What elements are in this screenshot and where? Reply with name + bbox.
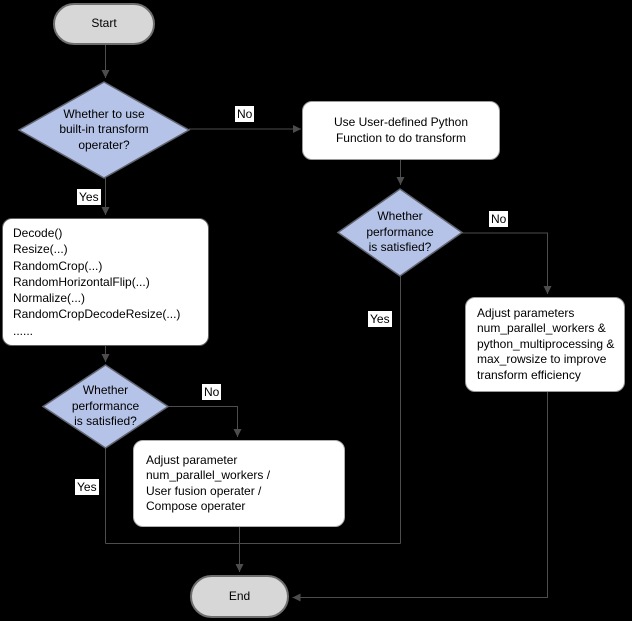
edge-decision-perf-builtin-no-to-adjust <box>168 406 242 437</box>
decision-perf-udf-diamond <box>336 188 464 277</box>
decision-perf-udf-label: Whether performance is satisfied? <box>338 189 462 276</box>
edge-label-no: No <box>489 211 509 227</box>
decision-perf-builtin-line: performance <box>71 398 140 413</box>
adjust-udf-node: Adjust parameters num_parallel_workers &… <box>465 297 625 392</box>
edge-label-yes: Yes <box>75 479 99 495</box>
adjust-builtin-line: User fusion operater / <box>146 483 262 498</box>
decision-perf-udf-line: Whether <box>377 209 423 224</box>
adjust-builtin-line: Adjust parameter <box>146 452 238 467</box>
builtin-operators-line: Resize(...) <box>13 242 68 257</box>
adjust-builtin-line: Compose operater <box>146 498 246 513</box>
adjust-builtin-node: Adjust parameter num_parallel_workers / … <box>133 440 345 527</box>
start-label: Start <box>91 16 117 31</box>
decision-perf-builtin-label: Whether performance is satisfied? <box>43 365 168 448</box>
edge-label-no: No <box>202 384 222 400</box>
decision-perf-builtin-diamond <box>41 364 170 449</box>
builtin-operators-line: Decode() <box>13 226 63 241</box>
builtin-operators-line: RandomCrop(...) <box>13 258 103 273</box>
udf-transform-node: Use User-defined Python Function to do t… <box>302 101 500 160</box>
adjust-udf-line: max_rowsize to improve <box>477 352 607 367</box>
adjust-udf-line: python_multiprocessing & <box>477 336 615 351</box>
end-node: End <box>190 575 289 618</box>
start-node: Start <box>53 3 155 45</box>
decision-perf-udf-line: is satisfied? <box>368 240 432 255</box>
builtin-operators-line: RandomHorizontalFlip(...) <box>13 274 150 289</box>
adjust-udf-line: Adjust parameters <box>477 305 575 320</box>
adjust-udf-line: num_parallel_workers & <box>477 321 606 336</box>
adjust-builtin-line: num_parallel_workers / <box>146 468 271 483</box>
udf-transform-line: Function to do transform <box>335 130 467 145</box>
adjust-udf-line: transform efficiency <box>477 367 581 382</box>
decision-builtin-label: Whether to use built-in transform operat… <box>19 82 189 178</box>
decision-builtin-line: built-in transform <box>59 122 149 137</box>
decision-builtin-line: Whether to use <box>63 106 145 121</box>
decision-perf-udf-line: performance <box>366 224 434 239</box>
edge-decision-perf-udf-no-to-adjust <box>462 232 552 294</box>
decision-perf-builtin-line: is satisfied? <box>74 414 137 429</box>
builtin-operators-node: Decode() Resize(...) RandomCrop(...) Ran… <box>2 218 209 346</box>
end-label: End <box>228 588 251 603</box>
decision-builtin-diamond <box>17 81 191 179</box>
edge-label-no: No <box>235 106 255 122</box>
builtin-operators-line: ...... <box>13 323 34 338</box>
edge-label-yes: Yes <box>368 311 392 327</box>
udf-transform-line: Use User-defined Python <box>333 115 469 129</box>
decision-builtin-line: operater? <box>78 137 130 152</box>
edge-label-yes: Yes <box>77 189 101 205</box>
builtin-operators-line: RandomCropDecodeResize(...) <box>13 307 181 322</box>
edge-adjust-udf-to-end <box>292 392 548 602</box>
decision-perf-builtin-line: Whether <box>82 383 129 398</box>
builtin-operators-line: Normalize(...) <box>13 291 86 306</box>
